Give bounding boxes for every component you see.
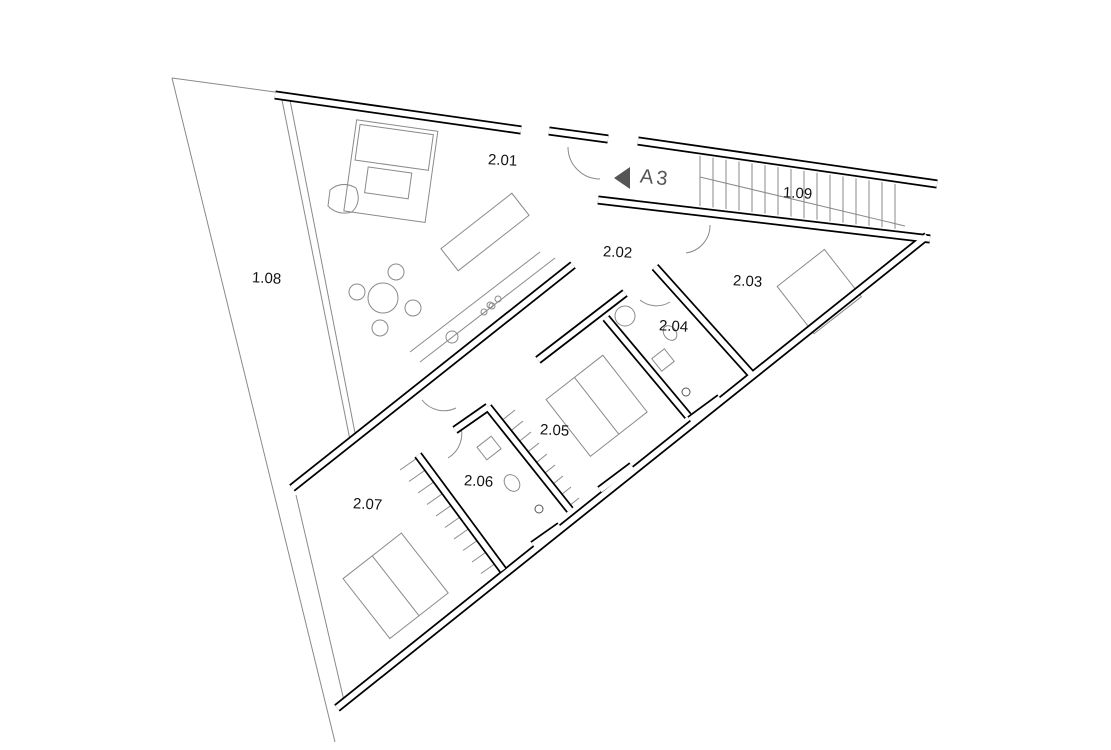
room-label-2-01: 2.01 bbox=[487, 151, 518, 170]
dining-table bbox=[348, 263, 422, 337]
wall-fill bbox=[485, 405, 573, 512]
wall-fill bbox=[652, 265, 755, 377]
bed-2-05 bbox=[545, 354, 648, 458]
wall-fill bbox=[335, 233, 929, 711]
bed-2-03 bbox=[776, 248, 863, 335]
wall-fill bbox=[290, 262, 575, 491]
wall-fill bbox=[415, 453, 506, 572]
section-arrow-icon bbox=[614, 167, 630, 189]
stair-direction-line bbox=[699, 176, 906, 227]
wall-fill bbox=[603, 316, 691, 418]
room-label-2-07: 2.07 bbox=[352, 495, 383, 514]
armchair bbox=[327, 184, 359, 214]
kitchen-island bbox=[440, 192, 530, 272]
wall-fill bbox=[536, 290, 627, 363]
room-label-1-09: 1.09 bbox=[782, 184, 813, 203]
wall-fill bbox=[531, 523, 562, 548]
furniture bbox=[327, 119, 863, 640]
wall-fill bbox=[688, 395, 722, 423]
room-label-2-03: 2.03 bbox=[732, 272, 763, 291]
room-label-2-06: 2.06 bbox=[463, 472, 494, 491]
wall-fill bbox=[637, 138, 938, 187]
room-label-2-02: 2.02 bbox=[602, 243, 633, 262]
wall-fill bbox=[274, 92, 522, 133]
bathroom-fixtures bbox=[476, 305, 691, 514]
site-boundary bbox=[171, 77, 357, 743]
room-label-1-08: 1.08 bbox=[251, 269, 282, 288]
section-marker-label: A3 bbox=[638, 165, 672, 191]
wall-fill bbox=[453, 404, 490, 433]
room-label-2-04: 2.04 bbox=[658, 317, 689, 336]
room-label-2-05: 2.05 bbox=[539, 421, 570, 440]
wall-fill bbox=[598, 463, 634, 493]
kitchen-counter bbox=[409, 251, 556, 363]
bed-2-07 bbox=[342, 532, 449, 640]
walls bbox=[274, 90, 938, 712]
sofa bbox=[343, 119, 439, 223]
door-swings bbox=[421, 146, 711, 459]
staircase bbox=[699, 155, 906, 229]
wall-fill bbox=[548, 128, 609, 142]
wall-fill bbox=[597, 197, 931, 242]
